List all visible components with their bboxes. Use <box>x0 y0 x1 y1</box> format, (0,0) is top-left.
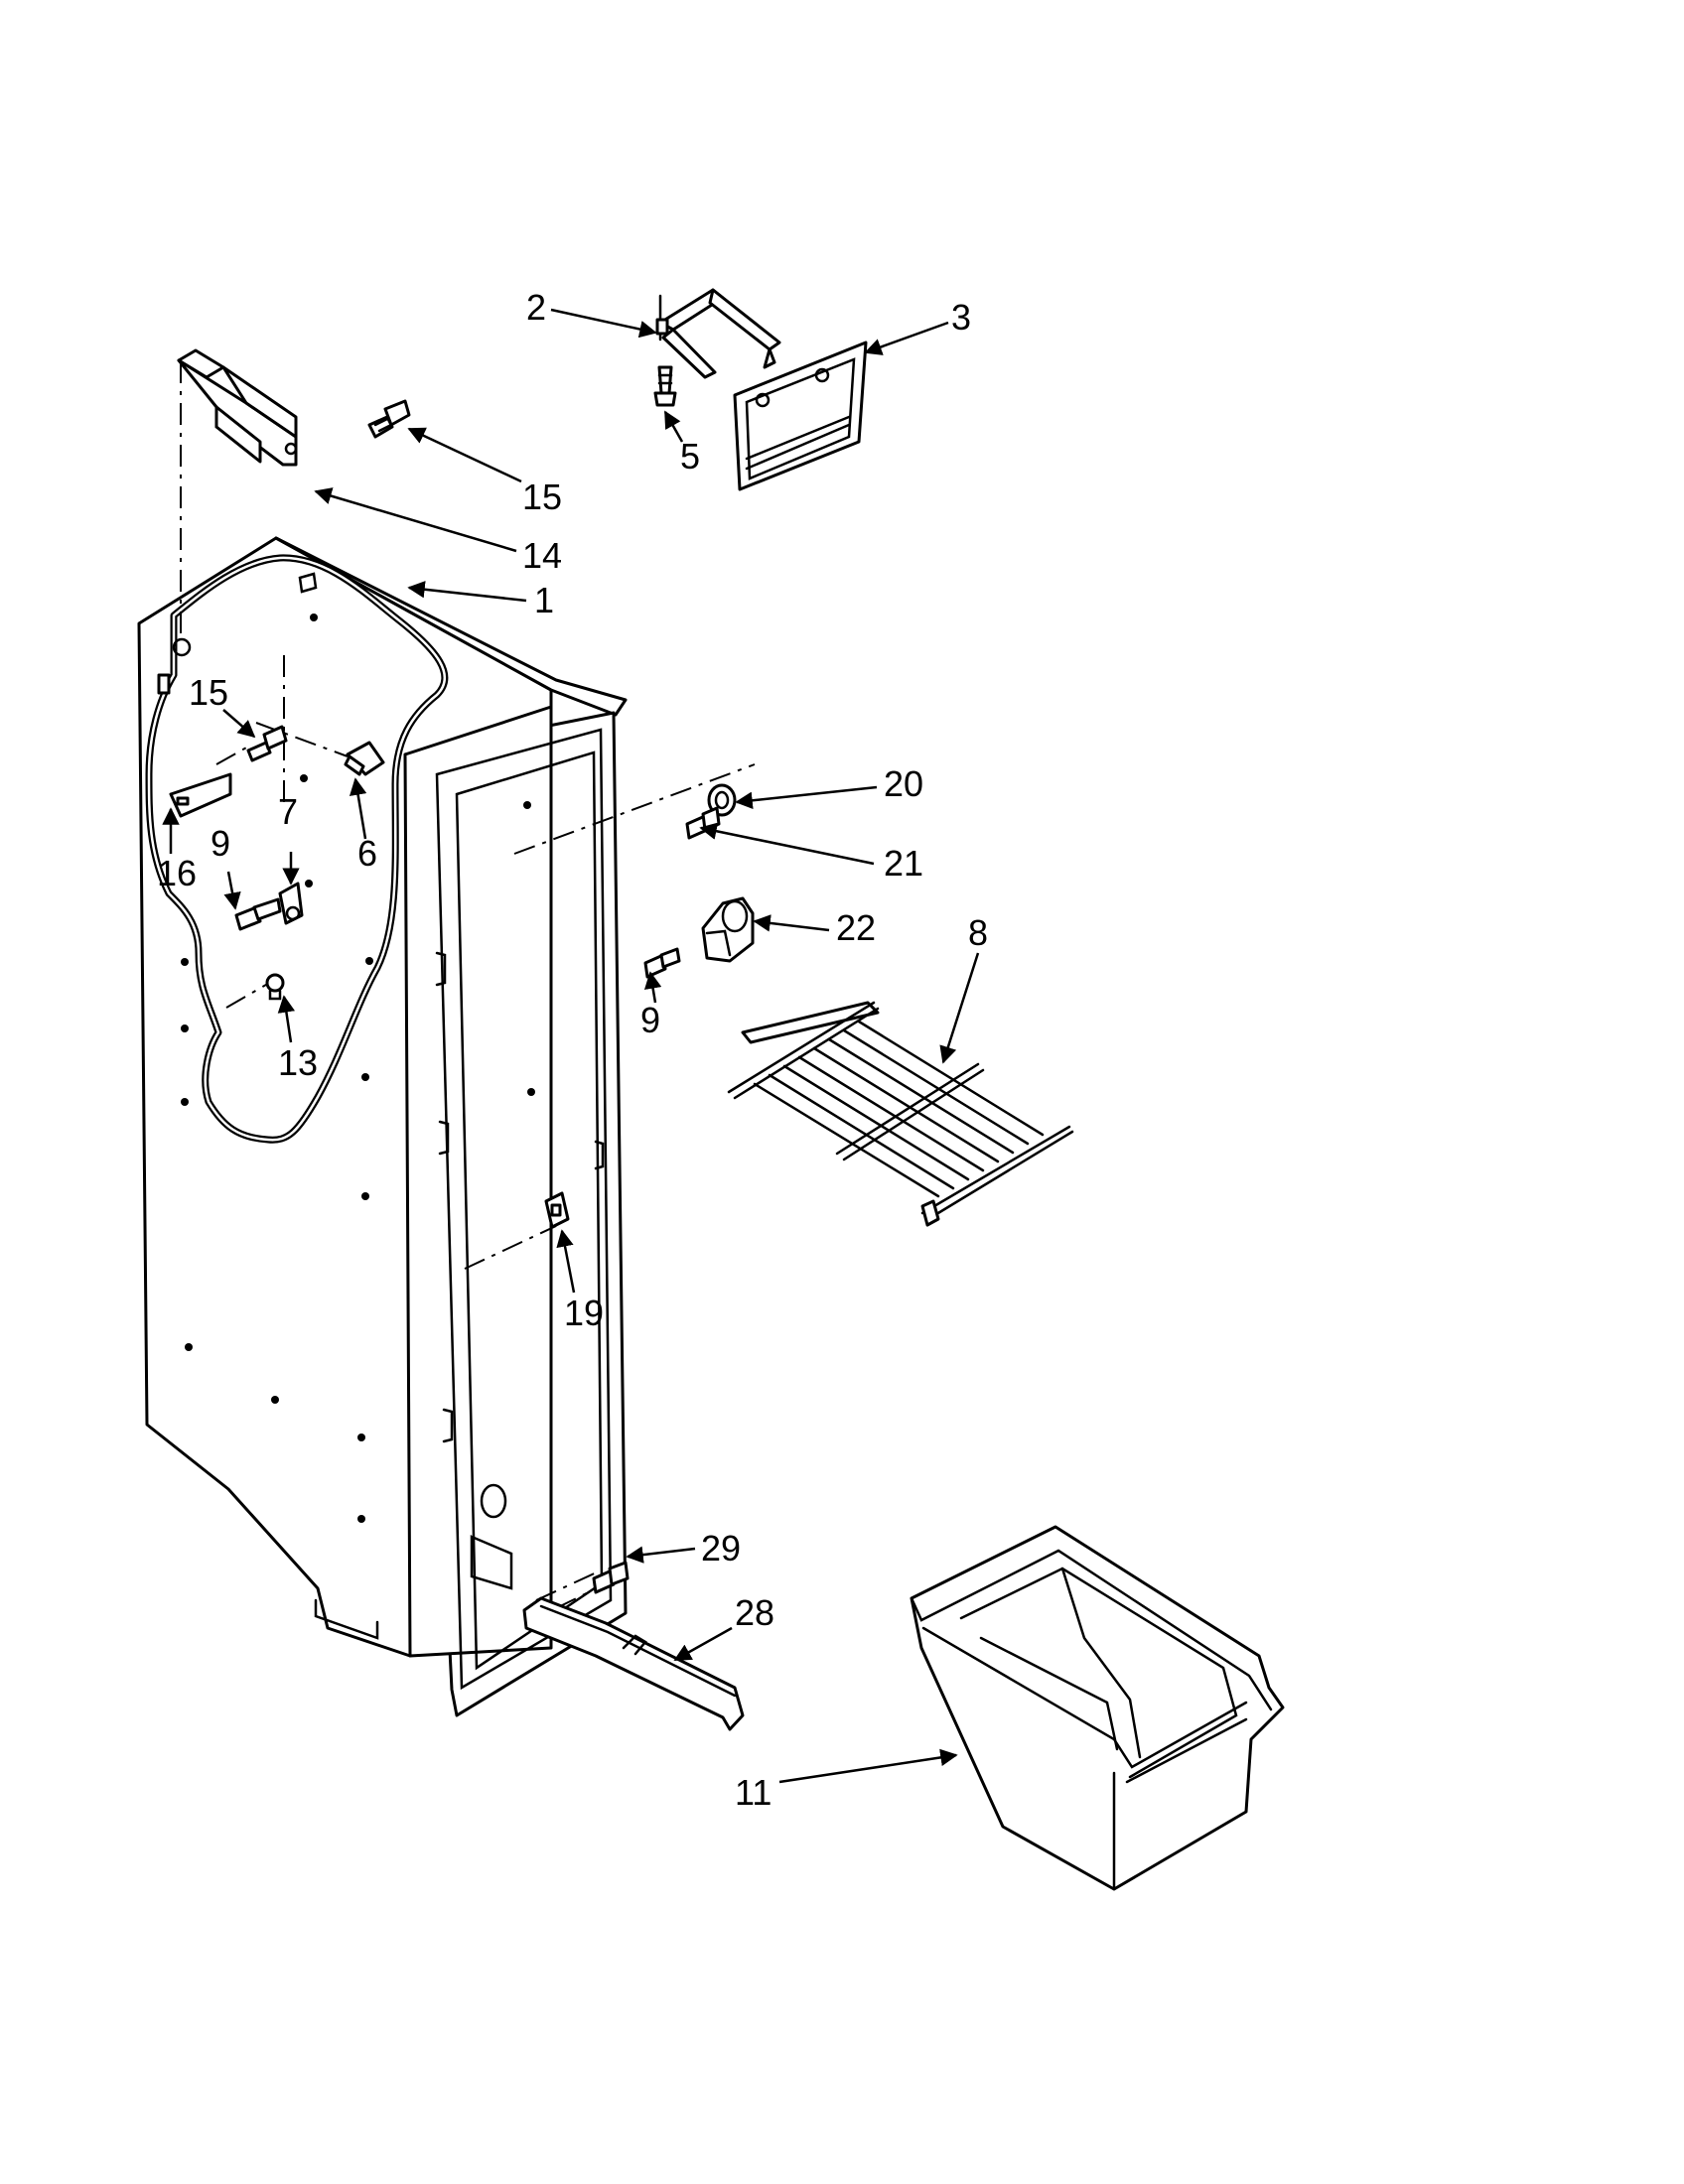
callout-19: 19 <box>564 1293 604 1333</box>
screw-29 <box>592 1561 630 1594</box>
callout-16: 16 <box>157 853 197 893</box>
callout-29: 29 <box>701 1528 741 1569</box>
callout-20: 20 <box>884 763 923 804</box>
bottom-rail <box>522 1596 745 1731</box>
callout-21: 21 <box>884 843 923 884</box>
callout-22: 22 <box>836 907 876 948</box>
sensor-bracket <box>278 880 313 925</box>
liner-screw-holes <box>181 614 535 1523</box>
shelf-wires <box>753 1020 1045 1198</box>
wire-shelf <box>727 1001 1074 1227</box>
callout-1: 1 <box>534 580 554 620</box>
wire-harness <box>145 554 449 1144</box>
callout-13: 13 <box>278 1042 318 1083</box>
upper-hinge-bracket <box>177 348 298 467</box>
hole-plug <box>265 973 285 1001</box>
thermostat-clip <box>344 741 385 776</box>
callouts: 2 3 5 15 14 1 15 6 16 7 9 13 20 21 22 8 … <box>157 287 988 1813</box>
hinge-screw <box>653 365 677 407</box>
callout-6: 6 <box>357 833 377 874</box>
storage-bin <box>910 1525 1285 1891</box>
callout-9-right: 9 <box>640 1000 660 1040</box>
leader-lines <box>162 308 980 1784</box>
callout-28: 28 <box>735 1592 774 1633</box>
callout-15-top: 15 <box>522 477 562 517</box>
callout-8: 8 <box>968 912 988 953</box>
freezer-liner <box>137 536 628 1717</box>
screw-left <box>246 725 288 762</box>
top-cover <box>733 341 868 491</box>
screw-9-left <box>234 897 282 931</box>
roller <box>707 783 737 817</box>
callout-9-left: 9 <box>210 823 230 864</box>
pan-guide <box>701 896 755 963</box>
callout-11: 11 <box>735 1772 772 1813</box>
callout-7: 7 <box>278 791 298 832</box>
callout-2: 2 <box>526 287 546 328</box>
callout-14: 14 <box>522 535 562 576</box>
callout-5: 5 <box>680 436 700 477</box>
light-switch <box>544 1191 570 1229</box>
hinge <box>655 288 781 379</box>
screw-top <box>367 399 411 439</box>
callout-15-left: 15 <box>189 672 228 713</box>
screw-9-right <box>643 947 681 979</box>
roller-screw <box>685 806 721 840</box>
callout-3: 3 <box>951 297 971 338</box>
